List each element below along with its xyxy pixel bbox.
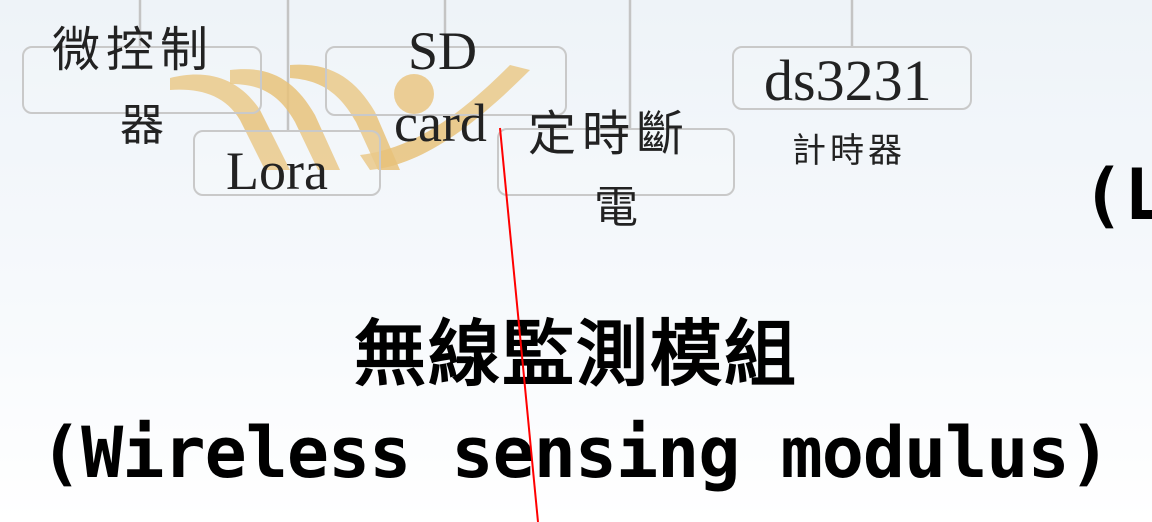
title-english: (Wireless sensing modulus) <box>40 412 1111 494</box>
lora-label: Lora <box>226 141 328 201</box>
timer-label-line2: 電 <box>594 182 644 233</box>
micro-label-line1: 微控制 <box>52 22 215 78</box>
watermark-logo <box>170 64 530 170</box>
title-chinese: 無線監測模組 <box>353 312 798 396</box>
edge-partial-text: (L <box>1082 154 1152 236</box>
timer-label-line1: 定時斷 <box>528 106 691 162</box>
red-line <box>499 127 539 522</box>
node-box-micro <box>22 46 262 114</box>
node-box-timer <box>497 128 735 196</box>
node-box-sd <box>325 46 567 116</box>
node-box-lora <box>193 130 381 196</box>
ds-label-line2: 計時器 <box>792 131 906 171</box>
node-box-ds <box>732 46 972 110</box>
sd-label-line2: card <box>394 93 487 153</box>
ds-label-line1: ds3231 <box>764 48 932 113</box>
micro-label-line2: 器 <box>120 100 170 151</box>
sd-label-line1: SD <box>408 21 478 81</box>
